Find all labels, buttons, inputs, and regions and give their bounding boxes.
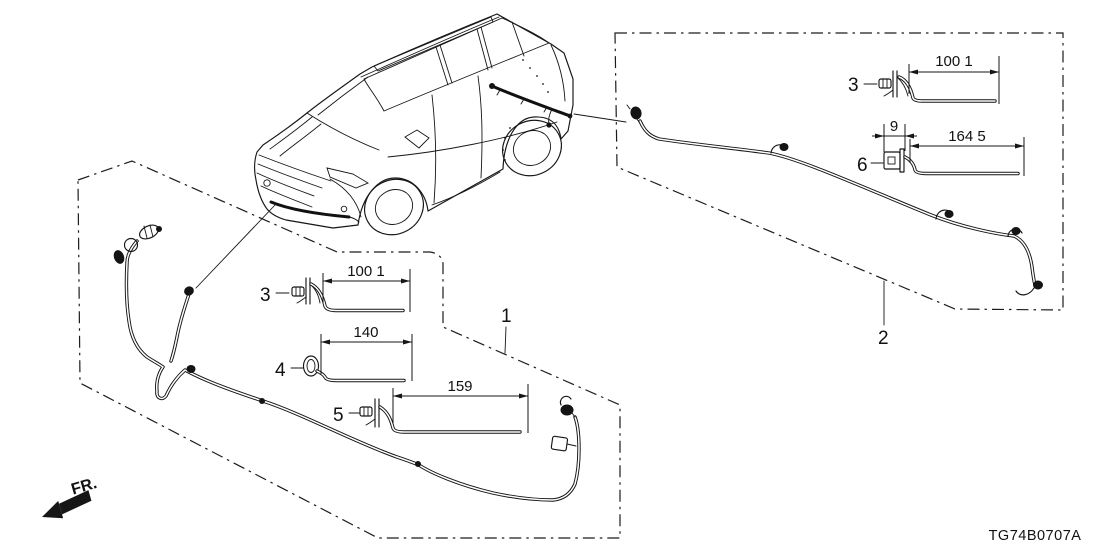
b-pillar: [435, 44, 453, 86]
grille-bars: [256, 154, 332, 208]
push-clip-icon: [291, 277, 321, 305]
roof-edge: [360, 16, 500, 78]
fr-arrow-icon: [42, 500, 64, 519]
rear-clip-c: [944, 210, 954, 218]
fender-arch-lip: [329, 178, 362, 218]
ref-5[interactable]: 5: [333, 405, 344, 426]
a-pillar-inner: [317, 76, 369, 116]
c-pillar: [476, 26, 493, 71]
front-connector-left: [113, 250, 125, 264]
dim-rear-100-1: 100 1: [935, 53, 973, 70]
callout-front-clip-3: 3 100 1: [260, 263, 411, 313]
run-clip-b: [415, 461, 421, 467]
panel-dots: [502, 59, 549, 161]
fr-label: FR.: [69, 475, 98, 498]
end-connector-square: [550, 435, 569, 452]
dim-front-100-1: 100 1: [347, 263, 385, 280]
rear-door-seam: [477, 75, 483, 179]
part-label-rear-harness[interactable]: 2: [878, 280, 889, 349]
roof-rail: [373, 16, 494, 72]
dim-9: 9: [890, 118, 898, 135]
ring-clip-icon: [302, 355, 320, 377]
rear-connector-end: [1033, 280, 1043, 290]
run-clip-a: [259, 398, 265, 404]
band-clip-icon: [883, 148, 905, 173]
ref-6[interactable]: 6: [857, 155, 868, 176]
car-body-outline: [254, 13, 574, 229]
rear-wheel: [502, 119, 562, 177]
front-sensor: [263, 179, 271, 187]
front-wheel-rim: [374, 189, 414, 225]
rear-wheel-rim: [512, 130, 552, 166]
push-clip-icon: [878, 70, 909, 98]
end-connector-top: [560, 404, 574, 416]
dim-159: 159: [447, 378, 472, 395]
part-1-number[interactable]: 1: [501, 306, 512, 327]
car-illustration: [254, 13, 574, 236]
ref-3-rear[interactable]: 3: [848, 75, 859, 96]
side-mirror: [404, 129, 430, 149]
front-connector-tip: [156, 226, 162, 232]
front-connector-top: [139, 224, 159, 240]
car-rear-harness-highlight: [489, 83, 573, 128]
hood-crease: [269, 116, 322, 157]
rear-clip-b: [779, 143, 789, 151]
rear-harness: [626, 104, 1043, 296]
push-clip-icon: [359, 398, 392, 428]
fr-arrow-tail: [59, 490, 92, 515]
front-harness: [113, 224, 581, 502]
d-pillar: [511, 21, 525, 57]
callout-front-clip-5: 5 159: [333, 378, 529, 434]
callout-front-ring-4: 4 140: [275, 324, 413, 383]
body-crease: [387, 121, 558, 158]
callout-rear-clip-6: 6 9 164 5: [857, 118, 1025, 176]
rear-region-boundary: [614, 32, 1064, 311]
branch-connector: [184, 286, 194, 296]
diagram-code: TG74B0707A: [989, 528, 1082, 544]
window-band: [363, 17, 550, 112]
part-label-front-harness[interactable]: 1: [501, 306, 512, 354]
front-leader-line: [195, 203, 277, 289]
rear-connector-start: [630, 106, 642, 120]
fr-direction-indicator: FR.: [42, 475, 99, 519]
ref-4[interactable]: 4: [275, 360, 286, 381]
front-door-seam: [431, 94, 437, 204]
headlight: [326, 167, 369, 189]
rear-leader-line: [573, 113, 627, 123]
front-wheel: [364, 178, 424, 236]
liftgate-seam: [550, 44, 566, 102]
rear-clip-d: [1011, 227, 1021, 235]
rocker-line: [431, 171, 501, 206]
mid-clip: [186, 365, 196, 373]
part-1-leader: [504, 326, 507, 354]
harness-loop: [123, 237, 139, 253]
bumper-sensor: [340, 205, 348, 213]
front-region-boundary: [77, 160, 621, 539]
ref-3-front[interactable]: 3: [260, 285, 271, 306]
cowl-line: [306, 112, 380, 151]
part-2-number[interactable]: 2: [878, 328, 889, 349]
dim-140: 140: [353, 324, 378, 341]
callout-rear-clip-3: 3 100 1: [848, 53, 1000, 104]
dim-164-5: 164 5: [948, 128, 986, 145]
